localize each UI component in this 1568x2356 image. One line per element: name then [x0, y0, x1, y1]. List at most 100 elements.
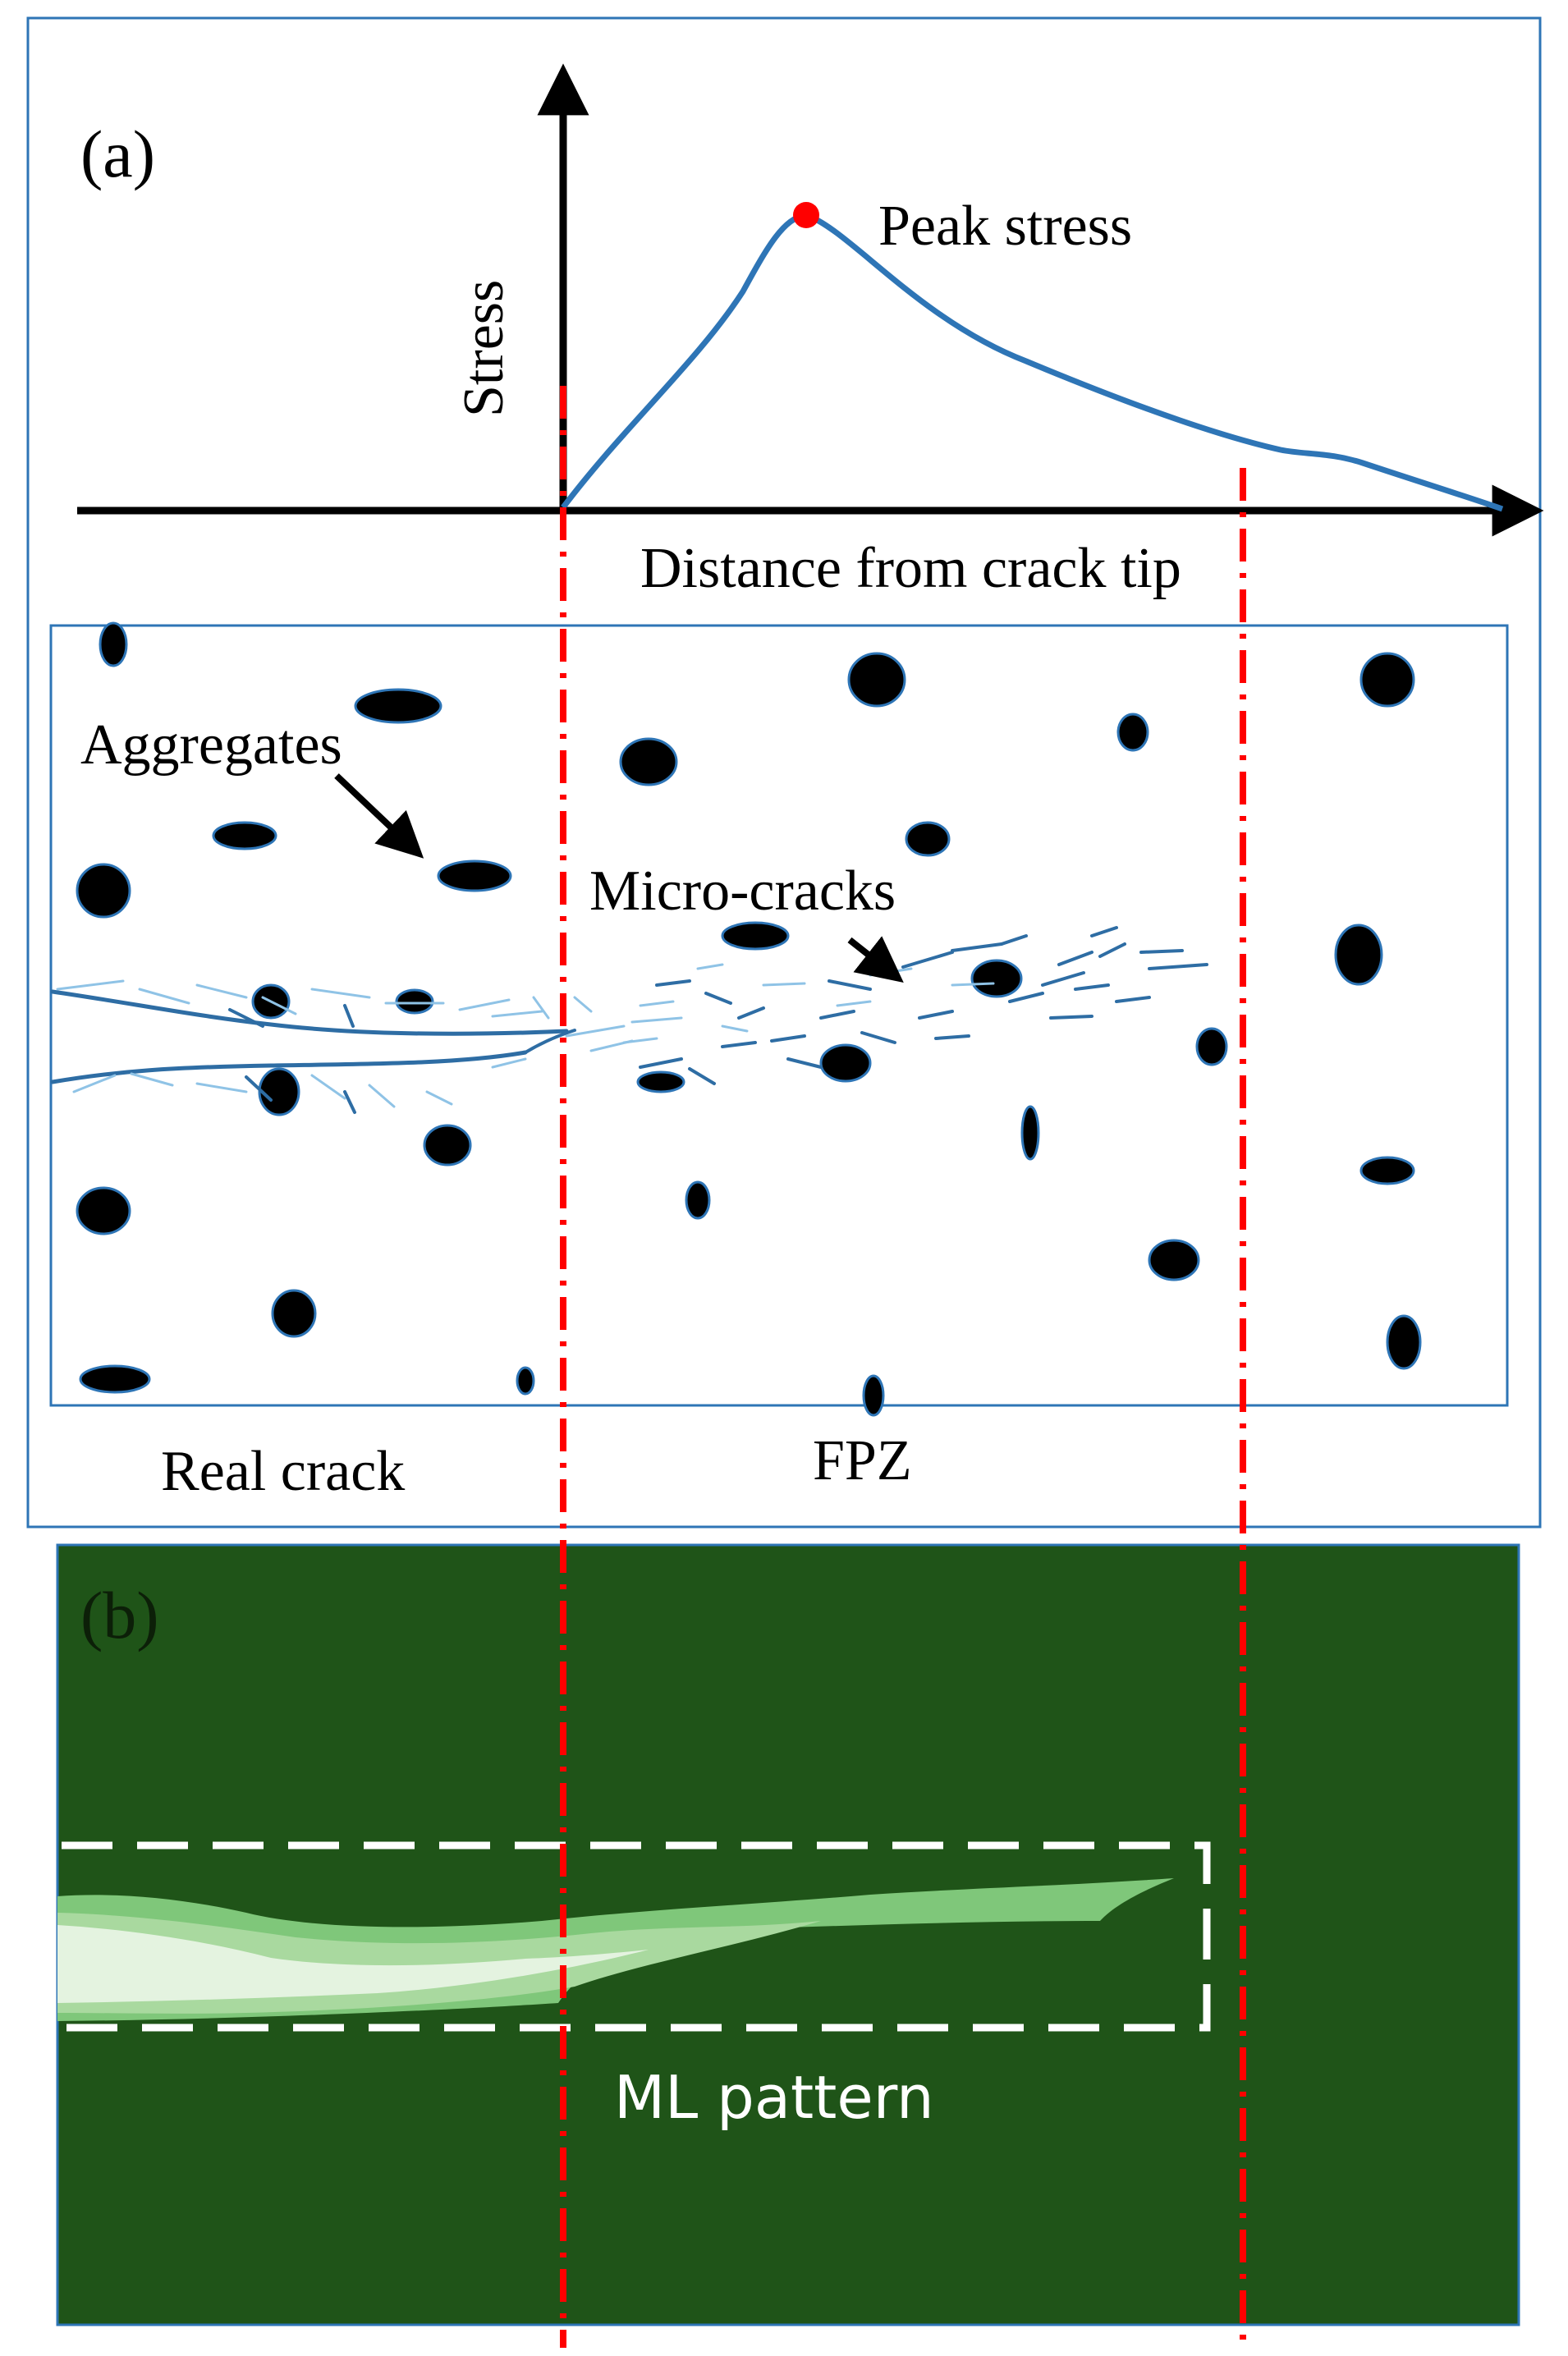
micro-crack	[721, 1041, 757, 1048]
aggregate-particle	[395, 988, 434, 1015]
real-crack-upper-edge	[50, 989, 569, 1036]
micro-crack	[918, 1010, 954, 1020]
aggregate-particle	[99, 621, 128, 667]
crack-branch	[532, 996, 550, 1020]
crack-branch	[368, 1084, 396, 1108]
crack-branch	[195, 983, 248, 999]
peak-stress-marker	[793, 202, 819, 228]
real-crack-lower-tail	[524, 1029, 576, 1054]
crack-branch	[458, 998, 511, 1011]
aggregate-particle	[905, 821, 951, 857]
crack-branch	[630, 1016, 683, 1024]
crack-branch	[565, 1024, 626, 1038]
aggregate-particle	[685, 1180, 711, 1220]
micro-crack	[688, 1067, 716, 1085]
micro-cracks-group	[56, 926, 1208, 1114]
micro-crack	[1139, 949, 1184, 954]
peak-stress-label: Peak stress	[878, 195, 1132, 258]
micro-crack	[786, 1057, 823, 1069]
crack-branch	[195, 1082, 248, 1093]
real-crack-label: Real crack	[161, 1440, 405, 1503]
crack-branch	[622, 1037, 658, 1044]
micro-crack	[828, 979, 872, 991]
aggregate-particle	[1359, 1156, 1415, 1185]
micro-crack	[1008, 992, 1044, 1003]
aggregate-particle	[819, 1043, 872, 1083]
micro-cracks-label: Micro-cracks	[589, 859, 896, 923]
aggregate-particle	[970, 959, 1023, 998]
panel-a-frame	[26, 16, 1542, 1529]
panel-b: (b) ML pattern	[56, 1543, 1520, 2326]
micro-crack	[1115, 996, 1151, 1003]
micro-crack	[704, 992, 732, 1005]
micro-crack	[951, 942, 1003, 952]
crack-branch	[261, 996, 297, 1015]
aggregate-particle	[721, 921, 790, 951]
panel-a-label: (a)	[80, 117, 155, 191]
real-crack	[50, 989, 576, 1084]
aggregate-particle	[79, 1364, 151, 1394]
micro-crack	[1090, 926, 1118, 937]
ml-crack-pattern	[57, 1878, 1174, 2021]
crack-branch	[138, 988, 190, 1005]
ml-pattern-dashed-box	[62, 1841, 1211, 2032]
aggregate-particle	[271, 1289, 317, 1338]
micro-crack	[228, 1008, 264, 1028]
aggregate-particle	[423, 1124, 472, 1167]
aggregate-particle	[212, 821, 277, 850]
real-crack-lower-edge	[50, 1050, 528, 1084]
crack-branch	[425, 1090, 453, 1106]
fpz-label: FPZ	[813, 1429, 912, 1492]
aggregate-particle	[1334, 924, 1383, 986]
micro-crack	[934, 1034, 970, 1040]
micro-crack	[770, 1034, 806, 1043]
micro-crack	[1049, 1015, 1093, 1020]
panel-a: (a) Stress Distance from crack tip Peak …	[26, 16, 1544, 1529]
micro-crack	[245, 1075, 273, 1102]
micro-crack	[655, 979, 691, 987]
micro-crack	[1041, 971, 1085, 987]
crack-branch	[491, 1010, 543, 1018]
micro-crack	[737, 1006, 765, 1020]
aggregates-label: Aggregates	[80, 713, 342, 777]
pattern-pale-layer	[57, 1925, 649, 2003]
micro-crack	[1000, 934, 1028, 946]
crack-branch	[696, 963, 724, 970]
micro-crack	[860, 1031, 896, 1044]
crack-branch	[72, 1074, 117, 1093]
aggregate-particle	[258, 1067, 300, 1116]
aggregates-group	[76, 621, 1422, 1417]
aggregate-particle	[1195, 1027, 1228, 1066]
aggregate-particle	[619, 737, 678, 786]
specimen-frame	[49, 624, 1509, 1407]
micro-crack	[901, 951, 954, 969]
micro-crack	[639, 1057, 683, 1069]
micro-crack	[343, 1004, 355, 1028]
aggregate-particle	[1148, 1239, 1200, 1281]
aggregate-particle	[76, 863, 131, 919]
crack-branch	[639, 1000, 675, 1007]
ml-pattern-label: ML pattern	[614, 2063, 934, 2132]
crack-branch	[56, 979, 125, 991]
y-axis-label: Stress	[452, 280, 516, 417]
aggregate-particle	[636, 1070, 685, 1093]
micro-crack	[1098, 942, 1126, 958]
crack-branch	[130, 1072, 174, 1087]
aggregate-particle	[1020, 1105, 1040, 1161]
aggregate-particle	[862, 1374, 885, 1417]
aggregate-particle	[847, 652, 906, 708]
aggregate-particle	[437, 859, 512, 892]
crack-branch	[762, 982, 806, 987]
x-axis-label: Distance from crack tip	[640, 537, 1181, 600]
aggregate-particle	[516, 1366, 535, 1396]
crack-branch	[721, 1024, 749, 1033]
crack-branch	[836, 1000, 872, 1007]
crack-branch	[491, 1057, 527, 1069]
aggregate-particle	[354, 688, 442, 724]
aggregate-particle	[1116, 713, 1149, 752]
micro-crack	[1148, 963, 1208, 970]
aggregate-particle	[1359, 652, 1415, 708]
stress-curve	[561, 212, 1504, 512]
specimen: Aggregates Micro-cracks	[49, 621, 1509, 1417]
micro-cracks-arrow	[847, 936, 904, 983]
